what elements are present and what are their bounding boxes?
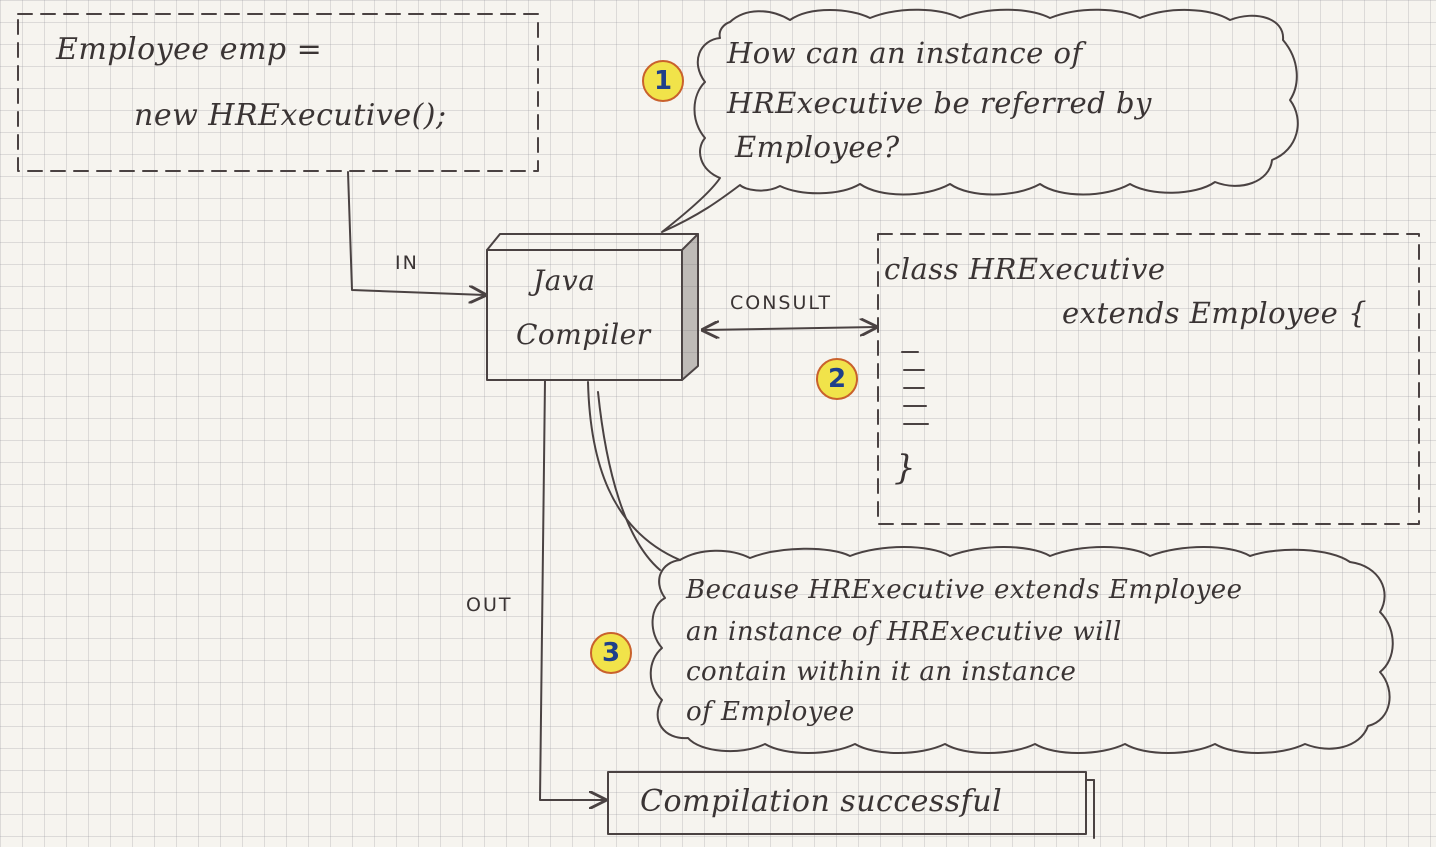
- code-line-1: Employee emp =: [56, 32, 323, 67]
- result-text: Compilation successful: [640, 784, 1003, 819]
- badge-2: 2: [816, 358, 858, 400]
- question-bubble: [661, 8, 1299, 233]
- compiler-box-shade: [682, 234, 698, 380]
- class-box: [877, 233, 1420, 525]
- compiler-box-front: [486, 249, 683, 381]
- consult-label: CONSULT: [730, 292, 832, 314]
- answer-line-3: contain within it an instance: [686, 657, 1077, 687]
- out-arrow: [539, 379, 605, 800]
- consult-arrow: [703, 327, 876, 330]
- answer-line-2: an instance of HRExecutive will: [686, 617, 1122, 647]
- answer-line-1: Because HRExecutive extends Employee: [686, 575, 1243, 605]
- answer-line-4: of Employee: [686, 697, 855, 727]
- compiler-box-side: [681, 233, 699, 381]
- out-label: OUT: [466, 594, 513, 616]
- question-line-3: Employee?: [735, 130, 900, 164]
- question-line-1: How can an instance of: [727, 36, 1083, 70]
- badge-3: 3: [590, 632, 632, 674]
- class-line-2: extends Employee {: [1062, 296, 1368, 330]
- answer-bubble: [649, 546, 1394, 754]
- answer-connector: [587, 381, 681, 561]
- code-line-2: new HRExecutive();: [134, 98, 447, 133]
- badge-1: 1: [642, 60, 684, 102]
- class-close-brace: }: [894, 448, 917, 488]
- question-line-2: HRExecutive be referred by: [727, 86, 1152, 120]
- in-label: IN: [395, 252, 419, 274]
- answer-connector: [597, 391, 661, 571]
- class-line-1: class HRExecutive: [884, 252, 1166, 286]
- result-box: [607, 771, 1087, 835]
- compiler-box-top: [486, 233, 699, 251]
- compiler-line-2: Compiler: [516, 318, 651, 351]
- code-box: [17, 13, 539, 172]
- in-arrow: [347, 171, 485, 295]
- compiler-line-1: Java: [533, 264, 596, 297]
